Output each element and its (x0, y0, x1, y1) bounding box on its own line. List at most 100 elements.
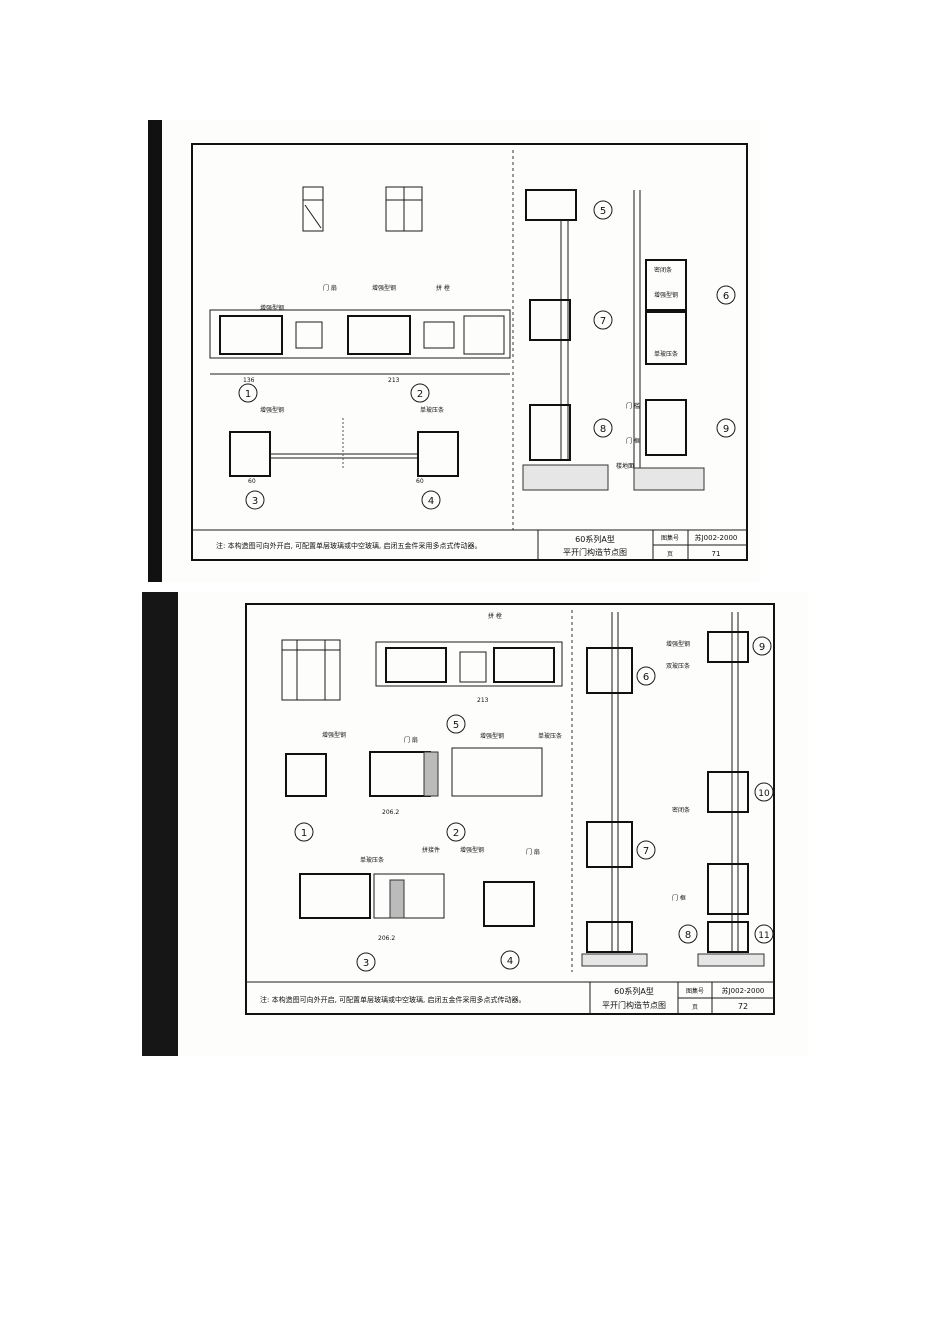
label-sill: 门 槛 (626, 402, 640, 410)
s2-dim-206b: 206.2 (378, 935, 395, 942)
s2-title-line2: 平开门构造节点图 (602, 1000, 666, 1010)
svg-text:4: 4 (428, 496, 434, 507)
callout-s2-8: 8 (678, 924, 698, 944)
label-reinforce-steel-3: 增强型钢 (260, 406, 284, 414)
s2-label-connector: 拼接件 (422, 846, 440, 854)
sheet-frame (191, 143, 748, 561)
sheet-72-svg: 1 2 3 4 5 6 7 8 9 10 11 增强型钢 门 扇 增强型钢 单玻… (142, 592, 775, 1056)
s2-page-label: 页 (692, 1004, 698, 1011)
s2-label-seal-strip: 密闭条 (672, 806, 690, 814)
label-ground: 楼地面 (616, 462, 634, 470)
label-single-glaze-bead-2: 单玻压条 (654, 350, 678, 358)
s2-label-reinforce-steel-4: 增强型钢 (666, 640, 690, 648)
s2-title-line1: 60系列A型 (614, 986, 654, 996)
label-reinforce-steel: 增强型钢 (260, 304, 284, 312)
callout-s2-9: 9 (752, 636, 772, 656)
svg-text:11: 11 (758, 931, 769, 941)
callout-7: 7 (593, 310, 613, 330)
svg-text:1: 1 (245, 389, 251, 400)
section-detail-3-4 (229, 418, 459, 477)
atlas-no: 苏J002-2000 (695, 533, 738, 542)
callout-4: 4 (421, 490, 441, 510)
callout-s2-1: 1 (294, 822, 314, 842)
svg-text:6: 6 (723, 291, 729, 302)
svg-text:3: 3 (252, 496, 258, 507)
svg-text:7: 7 (643, 846, 649, 857)
svg-text:1: 1 (301, 828, 307, 839)
drawing-sheet-72: 1 2 3 4 5 6 7 8 9 10 11 增强型钢 门 扇 增强型钢 单玻… (142, 592, 808, 1056)
s2-label-mullion: 拼 樘 (488, 612, 502, 620)
s2-label-single-glaze: 单玻压条 (538, 732, 562, 740)
section-detail-1-2 (209, 309, 511, 375)
svg-text:8: 8 (600, 424, 606, 435)
s2-label-reinforce-steel-3: 增强型钢 (460, 846, 484, 854)
title-line2: 平开门构造节点图 (563, 547, 627, 557)
scan-edge (148, 120, 162, 582)
vertical-section-6-7-8 (581, 612, 648, 967)
callout-s2-11: 11 (754, 924, 774, 944)
page-no: 71 (712, 550, 721, 558)
label-seal-strip: 密闭条 (654, 266, 672, 274)
s2-label-reinforce-steel-2: 增强型钢 (480, 732, 504, 740)
s2-label-door-sash: 门 框 (672, 894, 686, 902)
svg-text:2: 2 (417, 389, 423, 400)
vertical-section-6-9 (633, 190, 705, 491)
sheet-71-svg: 1 2 3 4 5 6 7 8 9 增强型钢 门 扇 增强型钢 拼 樘 增强型钢… (148, 120, 748, 582)
label-reinforce-steel-2: 增强型钢 (372, 284, 396, 292)
svg-text:7: 7 (600, 316, 606, 327)
callout-2: 2 (410, 383, 430, 403)
svg-text:10: 10 (758, 789, 770, 799)
callout-3: 3 (245, 490, 265, 510)
dim-60-a: 60 (248, 478, 256, 485)
callout-1: 1 (238, 383, 258, 403)
label-door-frame: 门 扇 (323, 284, 337, 292)
s2-note-text: 注: 本构造图可向外开启, 可配置单层玻璃或中空玻璃, 启闭五金件采用多点式传动… (260, 995, 525, 1004)
label-door-sash: 门 框 (626, 437, 640, 445)
vertical-section-9-10-11 (697, 612, 765, 967)
callout-5: 5 (593, 200, 613, 220)
dim-60-b: 60 (416, 478, 424, 485)
s2-atlas-no: 苏J002-2000 (722, 986, 765, 995)
svg-text:3: 3 (363, 958, 369, 969)
sheet-frame-2 (245, 603, 775, 1015)
s2-label-double-glaze: 双玻压条 (666, 662, 690, 670)
section-detail-5 (375, 641, 563, 687)
atlas-label: 图集号 (661, 534, 679, 542)
s2-dim-206: 206.2 (382, 809, 399, 816)
dim-136: 136 (243, 377, 255, 384)
callout-s2-7: 7 (636, 840, 656, 860)
drawing-sheet-71: 1 2 3 4 5 6 7 8 9 增强型钢 门 扇 增强型钢 拼 樘 增强型钢… (148, 120, 760, 582)
svg-text:9: 9 (759, 642, 765, 653)
s2-page-no: 72 (738, 1002, 748, 1011)
elevation-multi (281, 639, 341, 701)
label-single-glaze-bead: 单玻压条 (420, 406, 444, 414)
vertical-section-5-7-8 (522, 189, 609, 491)
svg-text:2: 2 (453, 828, 459, 839)
elevation-2 (385, 186, 423, 232)
svg-text:9: 9 (723, 424, 729, 435)
s2-label-single-glaze-2: 单玻压条 (360, 856, 384, 864)
label-reinforce-steel-4: 增强型钢 (654, 291, 678, 299)
elevation-1 (302, 186, 324, 232)
callout-6: 6 (716, 285, 736, 305)
callout-s2-2: 2 (446, 822, 466, 842)
section-detail-3-4b (299, 873, 535, 927)
s2-label-door-frame: 门 扇 (404, 736, 418, 744)
callout-s2-6: 6 (636, 666, 656, 686)
s2-label-door-frame-2: 门 扇 (526, 848, 540, 856)
label-mullion: 拼 樘 (436, 284, 450, 292)
note-text: 注: 本构造图可向外开启, 可配置单层玻璃或中空玻璃, 启闭五金件采用多点式传动… (216, 541, 481, 550)
svg-text:5: 5 (600, 206, 606, 217)
s2-label-reinforce-steel: 增强型钢 (322, 731, 346, 739)
callout-s2-4: 4 (500, 950, 520, 970)
s2-dim-213: 213 (477, 697, 489, 704)
callout-s2-5: 5 (446, 714, 466, 734)
svg-text:6: 6 (643, 672, 649, 683)
svg-text:8: 8 (685, 930, 691, 941)
page-label: 页 (667, 551, 673, 558)
section-detail-1-2b (285, 747, 543, 797)
callout-s2-3: 3 (356, 952, 376, 972)
title-line1: 60系列A型 (575, 534, 615, 544)
callout-8: 8 (593, 418, 613, 438)
svg-text:4: 4 (507, 956, 513, 967)
